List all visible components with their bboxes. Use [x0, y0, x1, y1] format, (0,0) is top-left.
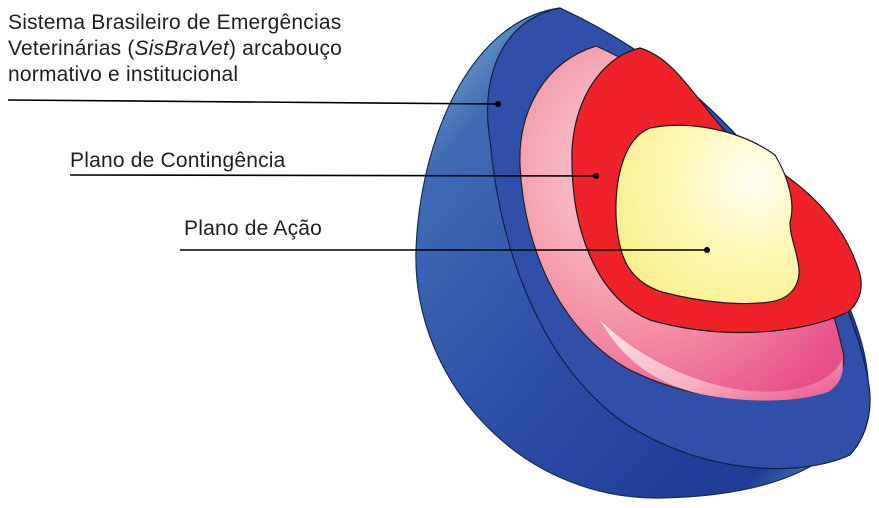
- label-plano-contingencia: Plano de Contingência: [70, 149, 286, 172]
- label-sisbravet: Sistema Brasileiro de Emergências Veteri…: [8, 10, 342, 88]
- core-yellow: [615, 124, 800, 305]
- label-sisbravet-line3: normativo e institucional: [8, 63, 239, 86]
- leader-dot-middle: [593, 173, 599, 179]
- leader-line-middle: [69, 174, 597, 177]
- leader-dot-outer: [495, 101, 501, 107]
- leader-dot-inner: [704, 247, 710, 253]
- label-plano-acao: Plano de Ação: [184, 217, 323, 240]
- sisbravet-acronym: SisBraVet: [134, 37, 229, 60]
- label-sisbravet-line1: Sistema Brasileiro de Emergências: [8, 11, 342, 34]
- leader-line-outer: [7, 99, 499, 105]
- pink-bottom-band: [600, 320, 843, 401]
- label-sisbravet-line2: Veterinárias (SisBraVet) arcabouço: [8, 37, 343, 60]
